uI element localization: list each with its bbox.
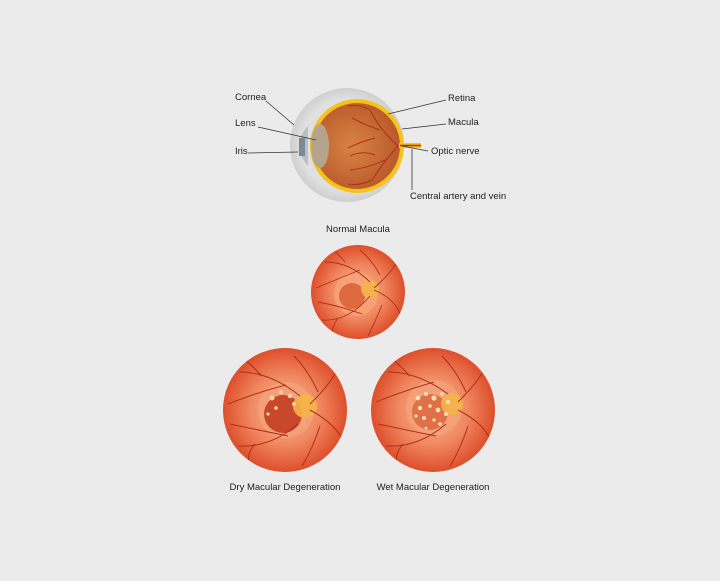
fovea-normal bbox=[339, 283, 365, 309]
optic-disc-dry bbox=[293, 394, 317, 418]
caption-dry-amd: Dry Macular Degeneration bbox=[229, 482, 341, 493]
label-optic-nerve: Optic nerve bbox=[431, 146, 480, 157]
leader-iris bbox=[247, 151, 299, 154]
caption-normal-macula: Normal Macula bbox=[326, 224, 390, 235]
leader-optic-nerve bbox=[401, 145, 429, 152]
eye-cross-section bbox=[290, 88, 421, 202]
fundus-normal bbox=[311, 245, 405, 339]
label-iris: Iris bbox=[235, 146, 248, 157]
label-retina: Retina bbox=[448, 93, 476, 104]
leader-macula bbox=[401, 123, 447, 130]
leader-retina bbox=[387, 99, 447, 115]
optic-disc-wet bbox=[441, 393, 463, 415]
retinal-vessels bbox=[347, 105, 399, 185]
fundus-dry bbox=[223, 348, 347, 472]
lens-shape bbox=[311, 124, 329, 168]
drusen-dry bbox=[266, 390, 296, 416]
caption-wet-amd: Wet Macular Degeneration bbox=[376, 482, 490, 493]
label-lens: Lens bbox=[235, 118, 256, 129]
lesion-wet bbox=[412, 394, 448, 430]
drusen-wet bbox=[414, 392, 450, 430]
vessels-wet bbox=[375, 355, 493, 467]
fundus-wet bbox=[371, 348, 495, 472]
leader-cornea bbox=[265, 100, 295, 126]
leader-lines bbox=[247, 99, 447, 190]
leader-lens bbox=[257, 126, 317, 141]
label-central-artery-vein: Central artery and vein bbox=[410, 191, 507, 202]
iris-shape bbox=[299, 138, 305, 156]
label-cornea: Cornea bbox=[235, 92, 267, 103]
label-macula: Macula bbox=[448, 117, 479, 128]
optic-disc-normal bbox=[361, 280, 379, 298]
